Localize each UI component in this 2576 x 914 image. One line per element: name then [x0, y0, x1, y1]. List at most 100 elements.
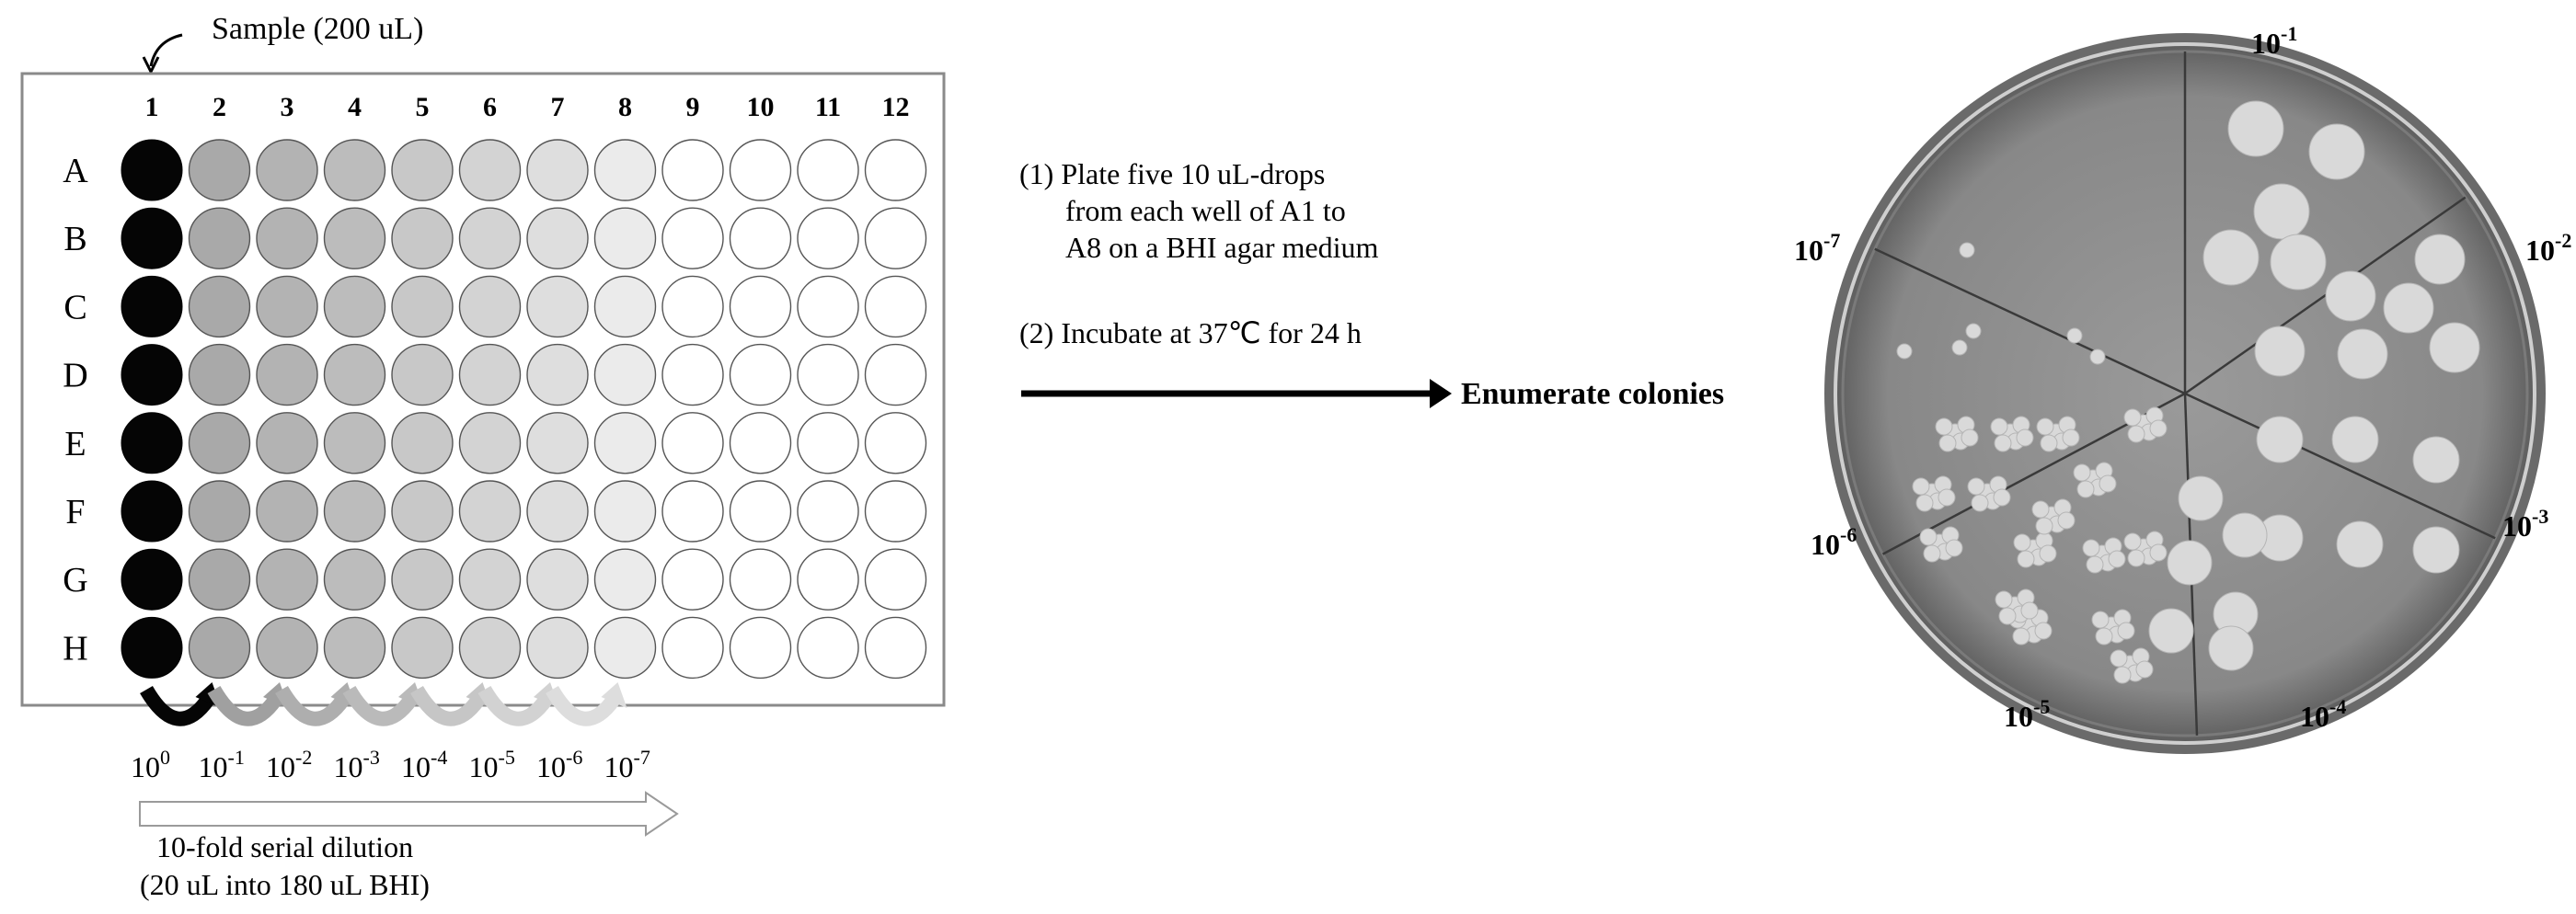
- dilution-label: 100: [131, 746, 170, 783]
- well: [323, 616, 386, 680]
- sector-line: [2184, 392, 2496, 540]
- well: [864, 207, 927, 269]
- row-header: C: [63, 288, 86, 326]
- row-header: E: [64, 425, 86, 463]
- well: [526, 480, 589, 543]
- colony: [2073, 463, 2091, 482]
- colony: [1935, 417, 1953, 436]
- well: [729, 548, 792, 611]
- colony: [2222, 512, 2268, 558]
- well: [864, 275, 927, 338]
- agar-plate-photo: 10-110-210-310-410-510-610-7: [1794, 22, 2571, 754]
- well: [323, 275, 386, 338]
- colony: [2076, 480, 2095, 498]
- serial-dilution-arrow-icon: [139, 791, 679, 837]
- colony: [2149, 543, 2168, 562]
- colony: [1915, 494, 1934, 512]
- column-header: 12: [882, 92, 910, 122]
- colony: [2308, 123, 2365, 180]
- result-label: Enumerate colonies: [1461, 377, 1724, 411]
- well: [729, 480, 792, 543]
- row-header: H: [63, 629, 87, 668]
- well: [391, 207, 454, 269]
- serial-dilution-line1: 10-fold serial dilution: [156, 830, 413, 863]
- well: [256, 412, 318, 474]
- colony: [2113, 666, 2132, 684]
- colonies: [1896, 100, 2480, 684]
- well: [593, 275, 657, 338]
- well: [256, 275, 318, 338]
- colony: [2108, 550, 2126, 568]
- colony: [2202, 229, 2260, 286]
- colony: [1961, 428, 1979, 447]
- column-header: 1: [145, 92, 159, 122]
- sample-arrow-icon: [149, 33, 183, 67]
- colony: [2227, 100, 2284, 157]
- well: [256, 616, 318, 680]
- plate-sector-label: 10-5: [2004, 695, 2050, 733]
- well: [729, 139, 792, 201]
- colony: [2148, 608, 2194, 654]
- well: [797, 343, 859, 406]
- well: [458, 207, 522, 269]
- colony: [2414, 234, 2466, 285]
- well: [864, 343, 927, 406]
- plate-sector-label: 10-2: [2525, 229, 2571, 267]
- transfer-arrows: [140, 682, 627, 726]
- dilution-label: 10-1: [199, 746, 245, 783]
- well: [121, 548, 183, 611]
- well: [593, 548, 657, 611]
- plate-sector-label: 10-4: [2300, 695, 2346, 733]
- well: [323, 412, 386, 474]
- column-header: 5: [416, 92, 430, 122]
- colony: [2253, 183, 2310, 240]
- colony: [2149, 419, 2168, 438]
- well: [593, 343, 657, 406]
- well: [323, 207, 386, 269]
- well: [864, 480, 927, 543]
- colony: [2016, 428, 2034, 447]
- dilution-label: 10-6: [536, 746, 582, 783]
- colony: [2035, 517, 2053, 535]
- plate-sector-labels: 10-110-210-310-410-510-610-7: [1794, 22, 2571, 733]
- well: [458, 412, 522, 474]
- column-header: 4: [348, 92, 362, 122]
- well: [323, 139, 386, 201]
- well: [121, 412, 183, 474]
- colony: [1965, 323, 1982, 339]
- well: [661, 343, 724, 406]
- colony: [2331, 416, 2379, 463]
- colony: [2031, 500, 2050, 519]
- colony: [2256, 416, 2304, 463]
- colony: [2066, 327, 2083, 344]
- well: [593, 616, 657, 680]
- plate-sector-label: 10-6: [1811, 523, 1857, 561]
- colony: [2062, 428, 2080, 447]
- well: [188, 343, 251, 406]
- well: [797, 207, 859, 269]
- procedure-steps: (1) Plate five 10 uL-drops from each wel…: [1019, 157, 1724, 411]
- well: [188, 275, 251, 338]
- column-header: 9: [686, 92, 700, 122]
- well: [593, 412, 657, 474]
- wells-grid: [121, 139, 927, 680]
- colony: [2127, 549, 2145, 567]
- well: [121, 344, 183, 406]
- well: [391, 343, 454, 406]
- well: [391, 616, 454, 680]
- step1-line3: A8 on a BHI agar medium: [1065, 231, 1378, 264]
- serial-dilution-line2: (20 uL into 180 uL BHI): [140, 868, 430, 901]
- well: [121, 480, 183, 543]
- well: [797, 616, 859, 680]
- well: [797, 275, 859, 338]
- row-header: A: [63, 152, 88, 190]
- colony: [2012, 627, 2030, 646]
- well: [797, 480, 859, 543]
- column-header: 6: [483, 92, 497, 122]
- well: [864, 412, 927, 474]
- colony: [1938, 434, 1957, 452]
- colony: [2040, 434, 2058, 452]
- colony: [2086, 555, 2104, 574]
- well: [458, 548, 522, 611]
- well: [121, 207, 183, 269]
